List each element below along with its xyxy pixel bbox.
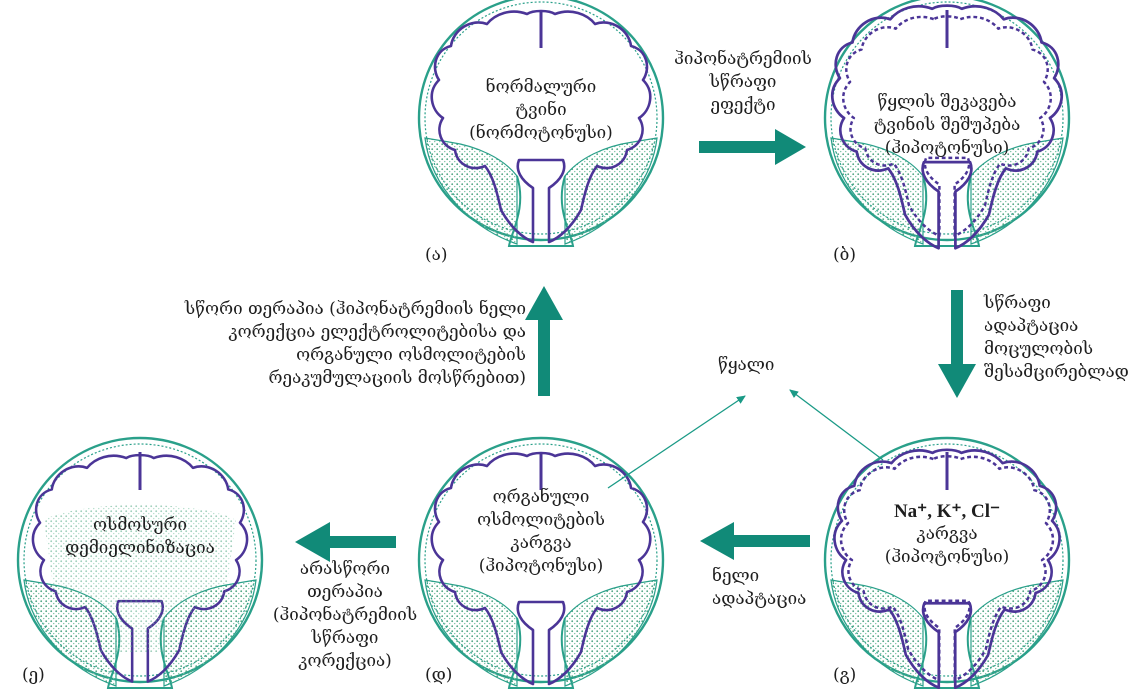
label-g-to-d: ნელი ადაპტაცია xyxy=(712,565,822,611)
label-d-to-e-line-5: კორექცია) xyxy=(270,650,420,673)
brain-d-line-1: ორგანული xyxy=(461,486,621,509)
thin-arrow-ions-water xyxy=(790,390,883,460)
caption-a: (ა) xyxy=(425,244,447,267)
brain-b-label: წყლის შეკავება ტვინის შეშუპება (ჰიპოტონუ… xyxy=(852,91,1042,160)
brain-a-line-3: (ნორმოტონუსი) xyxy=(461,122,621,145)
thin-arrow-osmolytes-water xyxy=(608,396,745,488)
brain-b-line-2: ტვინის შეშუპება xyxy=(852,114,1042,137)
caption-g: (გ) xyxy=(833,664,856,687)
water-label: წყალი xyxy=(718,354,774,377)
brain-g-label: Na⁺, K⁺, Cl⁻ კარგვა (ჰიპოტონუსი) xyxy=(877,500,1017,569)
caption-b: (ბ) xyxy=(833,244,856,267)
label-d-to-a-line-2: კორექცია ელექტროლიტებისა და xyxy=(96,321,526,344)
arrow-a-to-b xyxy=(699,129,806,165)
caption-d: (დ) xyxy=(425,664,452,687)
label-d-to-e-line-4: სწრაფი xyxy=(270,627,420,650)
label-d-to-a-line-4: რეაკუმულაციის მოსწრებით) xyxy=(96,367,526,390)
arrow-d-to-a xyxy=(525,286,563,396)
label-d-to-a-line-1: სწორი თერაპია (ჰიპონატრემიის ნელი xyxy=(96,298,526,321)
label-d-to-e-line-2: თერაპია xyxy=(270,581,420,604)
brain-b-line-1: წყლის შეკავება xyxy=(852,91,1042,114)
brain-e-line-2: დემიელინიზაცია xyxy=(55,537,225,560)
label-b-to-g-line-4: შესამცირებლად xyxy=(984,361,1144,384)
arrow-d-to-e xyxy=(295,522,396,562)
brain-e-line-1: ოსმოსური xyxy=(55,514,225,537)
label-g-to-d-line-1: ნელი xyxy=(712,565,822,588)
label-d-to-e: არასწორი თერაპია (ჰიპონატრემიის სწრაფი კ… xyxy=(270,558,420,673)
ion-label: Na⁺, K⁺, Cl⁻ xyxy=(877,500,1017,523)
label-b-to-g: სწრაფი ადაპტაცია მოცულობის შესამცირებლად xyxy=(984,292,1144,384)
brain-d-line-2: ოსმოლიტების xyxy=(461,509,621,532)
label-a-to-b-line-3: ეფექტი xyxy=(668,94,818,117)
label-b-to-g-line-3: მოცულობის xyxy=(984,338,1144,361)
label-a-to-b-line-1: ჰიპონატრემიის xyxy=(668,48,818,71)
arrow-b-to-g xyxy=(938,290,976,398)
brain-e-label: ოსმოსური დემიელინიზაცია xyxy=(55,514,225,560)
brain-b-line-3: (ჰიპოტონუსი) xyxy=(852,137,1042,160)
brain-demyelination xyxy=(18,438,262,688)
label-g-to-d-line-2: ადაპტაცია xyxy=(712,588,822,611)
brain-a-line-1: ნორმალური xyxy=(461,76,621,99)
label-d-to-e-line-1: არასწორი xyxy=(270,558,420,581)
arrow-g-to-d xyxy=(700,522,810,560)
brain-a-label: ნორმალური ტვინი (ნორმოტონუსი) xyxy=(461,76,621,145)
brain-d-line-3: კარგვა xyxy=(461,532,621,555)
brain-d-label: ორგანული ოსმოლიტების კარგვა (ჰიპოტონუსი) xyxy=(461,486,621,578)
label-a-to-b-line-2: სწრაფი xyxy=(668,71,818,94)
label-d-to-a: სწორი თერაპია (ჰიპონატრემიის ნელი კორექც… xyxy=(96,298,526,390)
label-d-to-e-line-3: (ჰიპონატრემიის xyxy=(270,604,420,627)
brain-g-line-2: (ჰიპოტონუსი) xyxy=(877,546,1017,569)
brain-g-line-1: კარგვა xyxy=(877,523,1017,546)
label-a-to-b: ჰიპონატრემიის სწრაფი ეფექტი xyxy=(668,48,818,117)
label-d-to-a-line-3: ორგანული ოსმოლიტების xyxy=(96,344,526,367)
caption-e: (ე) xyxy=(22,664,45,687)
brain-d-line-4: (ჰიპოტონუსი) xyxy=(461,555,621,578)
label-b-to-g-line-1: სწრაფი xyxy=(984,292,1144,315)
brain-a-line-2: ტვინი xyxy=(461,99,621,122)
label-b-to-g-line-2: ადაპტაცია xyxy=(984,315,1144,338)
